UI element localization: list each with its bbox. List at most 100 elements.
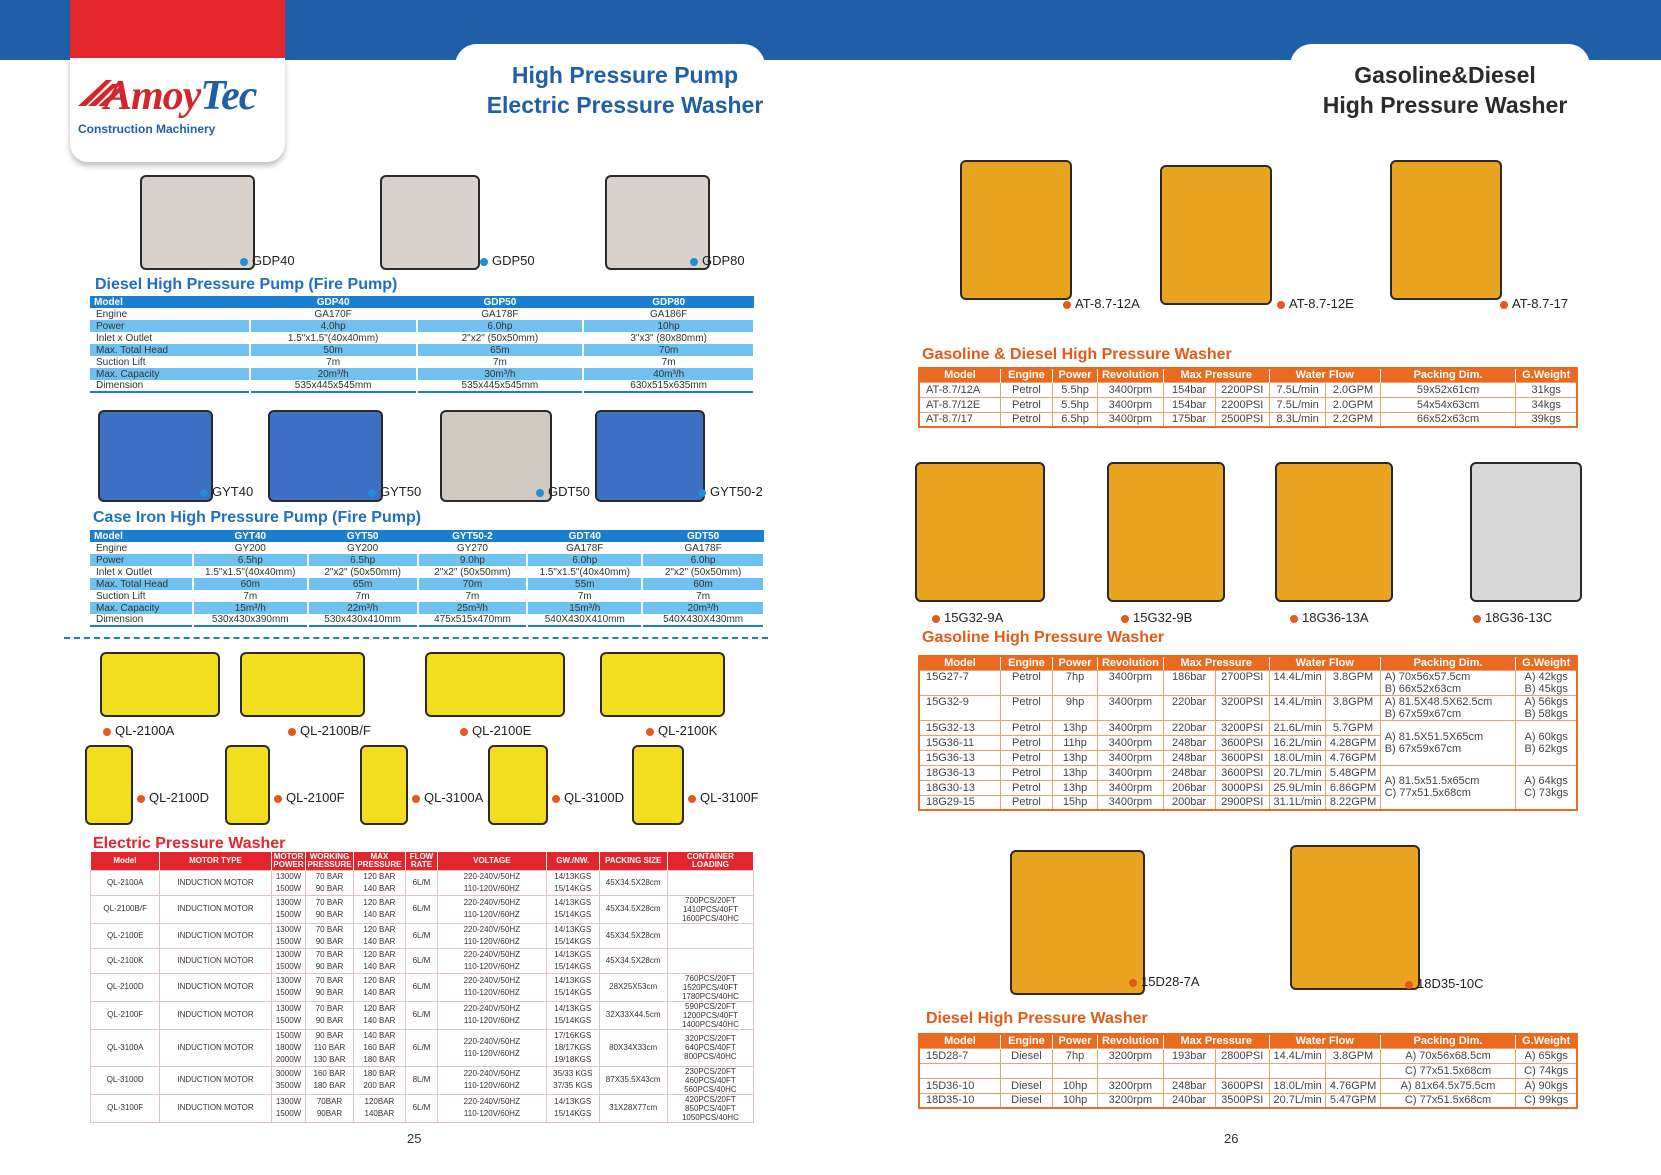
table-cell: 3600PSI [1214, 1077, 1270, 1094]
cell-line: 180 BAR [313, 1081, 346, 1090]
product-label: GYT50 [368, 484, 421, 499]
right-title-line2: High Pressure Washer [1322, 92, 1568, 118]
table-cell: 15G36-13 [918, 749, 1001, 766]
table-cell: Diesel [999, 1092, 1053, 1109]
table-cell: 8.22GPM [1325, 794, 1381, 811]
table-header-cell: CONTAINER LOADING [667, 852, 755, 870]
cell-line: 200 BAR [363, 1081, 396, 1090]
cell-line: 1400PCS/40HC [681, 1019, 739, 1029]
bullet-icon [1277, 300, 1285, 309]
product-label-text: QL-2100A [115, 723, 175, 738]
cell-line: 1500W [275, 961, 302, 971]
table-cell: 3400rpm [1097, 734, 1164, 751]
gas-washer-title: Gasoline High Pressure Washer [922, 629, 1165, 646]
product-photo [268, 410, 383, 502]
table-cell: INDUCTION MOTOR [159, 1093, 272, 1123]
table-cell: GA178F [527, 542, 644, 554]
bullet-icon [460, 727, 468, 736]
cell-line: 1600PCS/40HC [681, 913, 739, 923]
table-cell: 31.1L/min [1268, 794, 1327, 811]
cell-line: 14/13KGS [554, 1004, 592, 1013]
table-cell: 540X430X430mm [642, 614, 765, 626]
bullet-icon [1063, 300, 1071, 309]
table-cell: 60m [192, 578, 309, 590]
table-cell: 15m³/h [192, 602, 309, 614]
table-cell: 7.5L/min [1268, 396, 1327, 413]
bullet-icon [698, 488, 706, 497]
table-cell: 15m³/h [527, 602, 644, 614]
table-cell: 2700PSI [1214, 669, 1270, 696]
product-label: 15D28-7A [1129, 974, 1200, 989]
table-cell: Petrol [999, 749, 1053, 766]
product-label: GDP50 [480, 253, 535, 268]
cell-line: 1500W [275, 1109, 302, 1118]
cell-line: 15/14KGS [554, 936, 592, 946]
cell-line: 120 BAR [363, 924, 396, 934]
cell-line: 90 BAR [315, 910, 344, 919]
table-cell: 80X34X33cm [598, 1028, 668, 1067]
table-header-cell: G.Weight [1515, 1034, 1578, 1048]
table-cell [918, 1062, 1001, 1079]
table-header-cell: Revolution [1097, 656, 1164, 670]
table-cell: 3200rpm [1097, 1092, 1164, 1109]
table-cell: Engine [90, 308, 251, 320]
table-cell: QL-3100A [89, 1028, 161, 1067]
table-cell: 530x430x390mm [192, 614, 309, 626]
table-cell: GY200 [307, 542, 419, 554]
table-header-cell: Engine [1000, 1034, 1053, 1048]
table-cell: 6L/M [405, 1093, 438, 1123]
table-cell: 6.86GPM [1325, 779, 1381, 796]
product-label-text: QL-2100B/F [300, 723, 371, 738]
table-cell [999, 1062, 1053, 1079]
table-cell: 14.4L/min [1268, 694, 1327, 721]
product-photo [1290, 845, 1420, 990]
table-cell: 5.7GPM [1325, 719, 1381, 736]
cell-line: 1500W [275, 910, 302, 919]
cell-line: A) 42kgs [1524, 670, 1568, 683]
cell-line: 1500W [275, 988, 302, 997]
table-cell: Max. Capacity [90, 602, 194, 614]
product-image [140, 175, 255, 270]
cell-line: 180 BAR [363, 1069, 396, 1078]
table-cell: 55m [527, 578, 644, 590]
bullet-icon [288, 727, 296, 736]
cell-line: 18/17KGS [554, 1042, 592, 1052]
page-number-left: 25 [407, 1131, 422, 1146]
cell-line: A) 56kgs [1524, 695, 1568, 708]
table-cell: 1.5"x1.5"(40x40mm) [527, 566, 644, 578]
table-cell: 248bar [1162, 749, 1216, 766]
product-label-text: GDP40 [252, 253, 295, 268]
product-label: 18G36-13C [1473, 610, 1552, 625]
table-header-cell: WORKING PRESSURE [305, 852, 354, 870]
product-label-text: GYT50-2 [710, 484, 763, 499]
table-cell: Max. Capacity [90, 368, 251, 380]
cell-line: 90 BAR [315, 1030, 344, 1040]
bullet-icon [932, 614, 940, 623]
table-cell: 7m [583, 356, 755, 368]
table-cell [1325, 1062, 1381, 1079]
table-cell: GA186F [583, 308, 755, 320]
cell-line: 1300W [275, 898, 302, 907]
table-cell [1162, 1062, 1216, 1079]
table-cell: QL-2100D [89, 972, 161, 1002]
table-cell: Power [90, 320, 251, 332]
cell-line: 1500W [275, 883, 302, 893]
cell-line: 70 BAR [315, 871, 344, 881]
bullet-icon [137, 794, 145, 803]
cell-line: 15/14KGS [554, 988, 592, 997]
product-photo [100, 652, 220, 717]
table-header-cell: Max Pressure [1163, 656, 1270, 670]
table-cell: QL-2100F [89, 1000, 161, 1030]
